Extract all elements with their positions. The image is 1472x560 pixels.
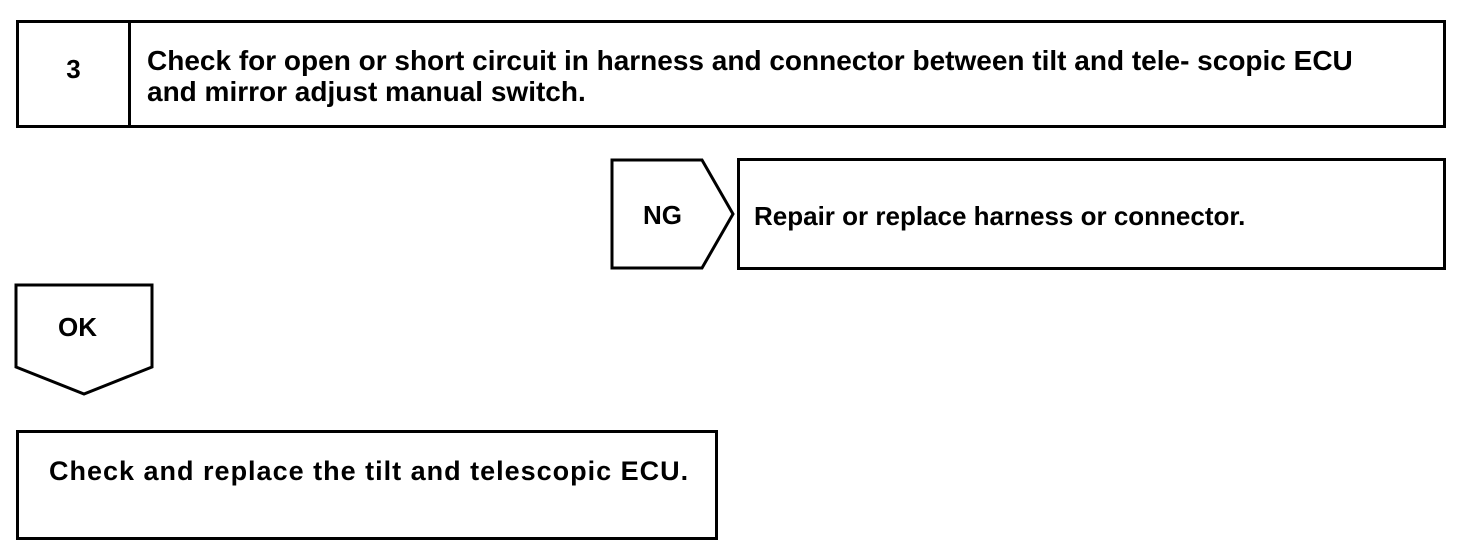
final-step-box: Check and replace the tilt and telescopi… [16, 430, 718, 540]
step-box: 3 Check for open or short circuit in har… [16, 20, 1446, 128]
ng-arrow-shape [610, 158, 735, 270]
ng-action-box: Repair or replace harness or connector. [737, 158, 1446, 270]
ok-arrow-shape [14, 283, 154, 396]
ok-label: OK [58, 312, 97, 342]
ng-action-text: Repair or replace harness or connector. [754, 201, 1246, 231]
step-number: 3 [19, 23, 131, 125]
step-description: Check for open or short circuit in harne… [147, 45, 1353, 107]
final-step-text: Check and replace the tilt and telescopi… [49, 456, 690, 486]
ng-label: NG [643, 200, 682, 230]
